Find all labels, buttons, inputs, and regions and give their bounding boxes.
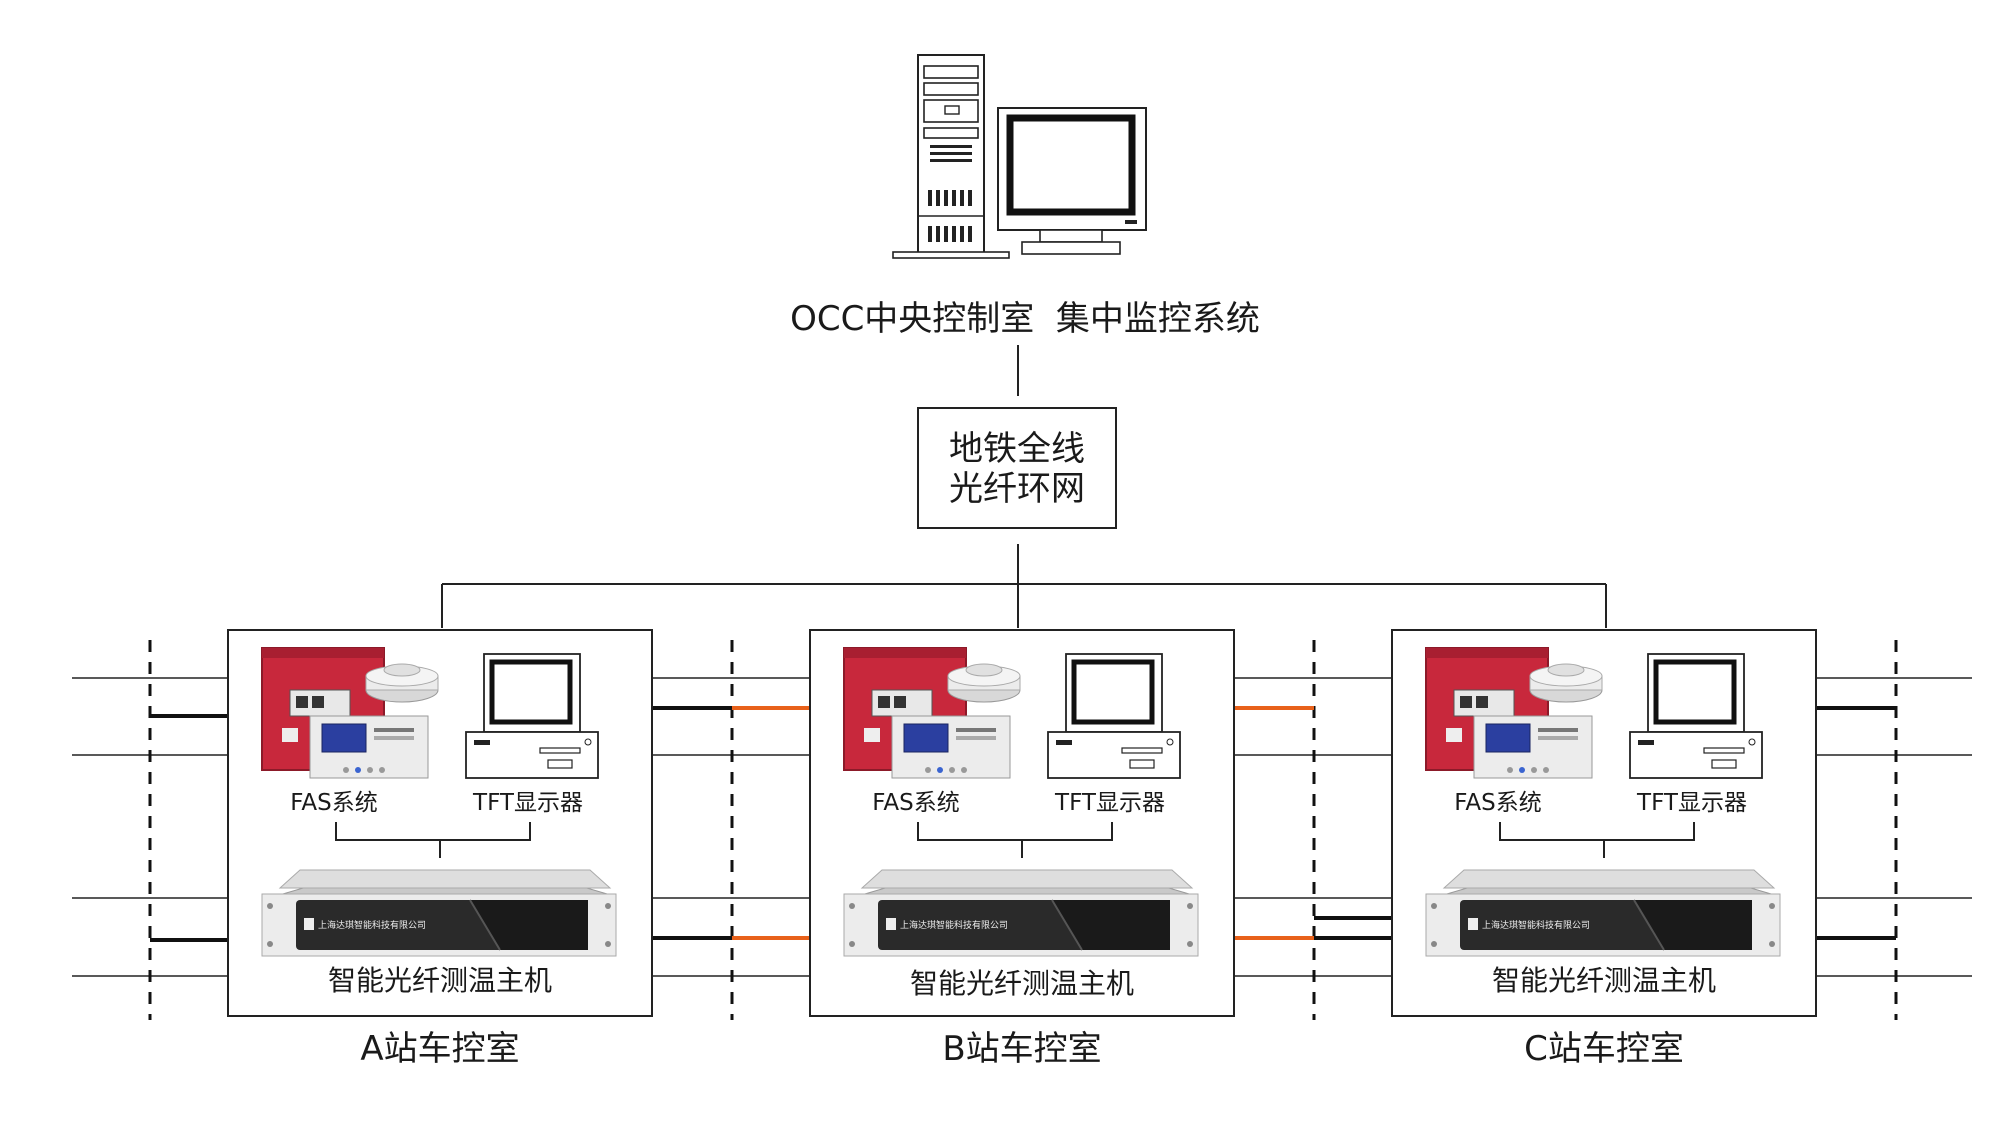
dts-host-unit-icon: 上海达琪智能科技有限公司: [843, 869, 1199, 957]
tft-label: TFT显示器: [1054, 790, 1165, 816]
station-b: FAS系统 TFT显示器 上海达琪智能科技有限公司 智能光纤测温主机 B站车控室: [809, 629, 1235, 1069]
tft-monitor-icon: [465, 653, 599, 779]
smoke-detector-icon: [947, 663, 1021, 703]
smoke-detector-icon: [365, 663, 439, 703]
host-label: 智能光纤测温主机: [328, 964, 552, 997]
fas-controller-icon: [891, 715, 1011, 779]
fas-label: FAS系统: [1454, 790, 1541, 816]
tft-label: TFT显示器: [1636, 790, 1747, 816]
tft-monitor-icon: [1629, 653, 1763, 779]
tft-label: TFT显示器: [472, 790, 583, 816]
station-boundaries: [148, 640, 1898, 1020]
dts-host-unit-icon: 上海达琪智能科技有限公司: [1425, 869, 1781, 957]
station-name: C站车控室: [1524, 1029, 1684, 1069]
occ-computer: [892, 54, 1147, 259]
manufacturer-plate: 上海达琪智能科技有限公司: [900, 919, 1008, 931]
smoke-detector-icon: [1529, 663, 1603, 703]
distribution-lines: [441, 544, 1607, 628]
tower-pc-icon: [892, 54, 1010, 259]
station-name: B站车控室: [942, 1029, 1101, 1069]
ring-label-line2: 光纤环网: [949, 469, 1085, 509]
host-label: 智能光纤测温主机: [1492, 964, 1716, 997]
host-label: 智能光纤测温主机: [910, 967, 1134, 1000]
ring-label-line1: 地铁全线: [949, 429, 1085, 469]
occ-label: OCC中央控制室 集中监控系统: [790, 299, 1260, 339]
station-name: A站车控室: [360, 1029, 519, 1069]
fas-label: FAS系统: [290, 790, 377, 816]
fiber-ring-network-box: 地铁全线 光纤环网: [917, 407, 1117, 529]
fas-controller-icon: [309, 715, 429, 779]
monitor-icon: [997, 107, 1147, 255]
fas-controller-icon: [1473, 715, 1593, 779]
dts-host-unit-icon: 上海达琪智能科技有限公司: [261, 869, 617, 957]
manufacturer-plate: 上海达琪智能科技有限公司: [318, 919, 426, 931]
tft-monitor-icon: [1047, 653, 1181, 779]
manufacturer-plate: 上海达琪智能科技有限公司: [1482, 919, 1590, 931]
station-c: FAS系统 TFT显示器 上海达琪智能科技有限公司 智能光纤测温主机 C站车控室: [1391, 629, 1817, 1069]
fas-label: FAS系统: [872, 790, 959, 816]
station-a: FAS系统 TFT显示器 上海达琪智能科技有限公司 智能光纤测温主机 A站车控室: [227, 629, 653, 1069]
